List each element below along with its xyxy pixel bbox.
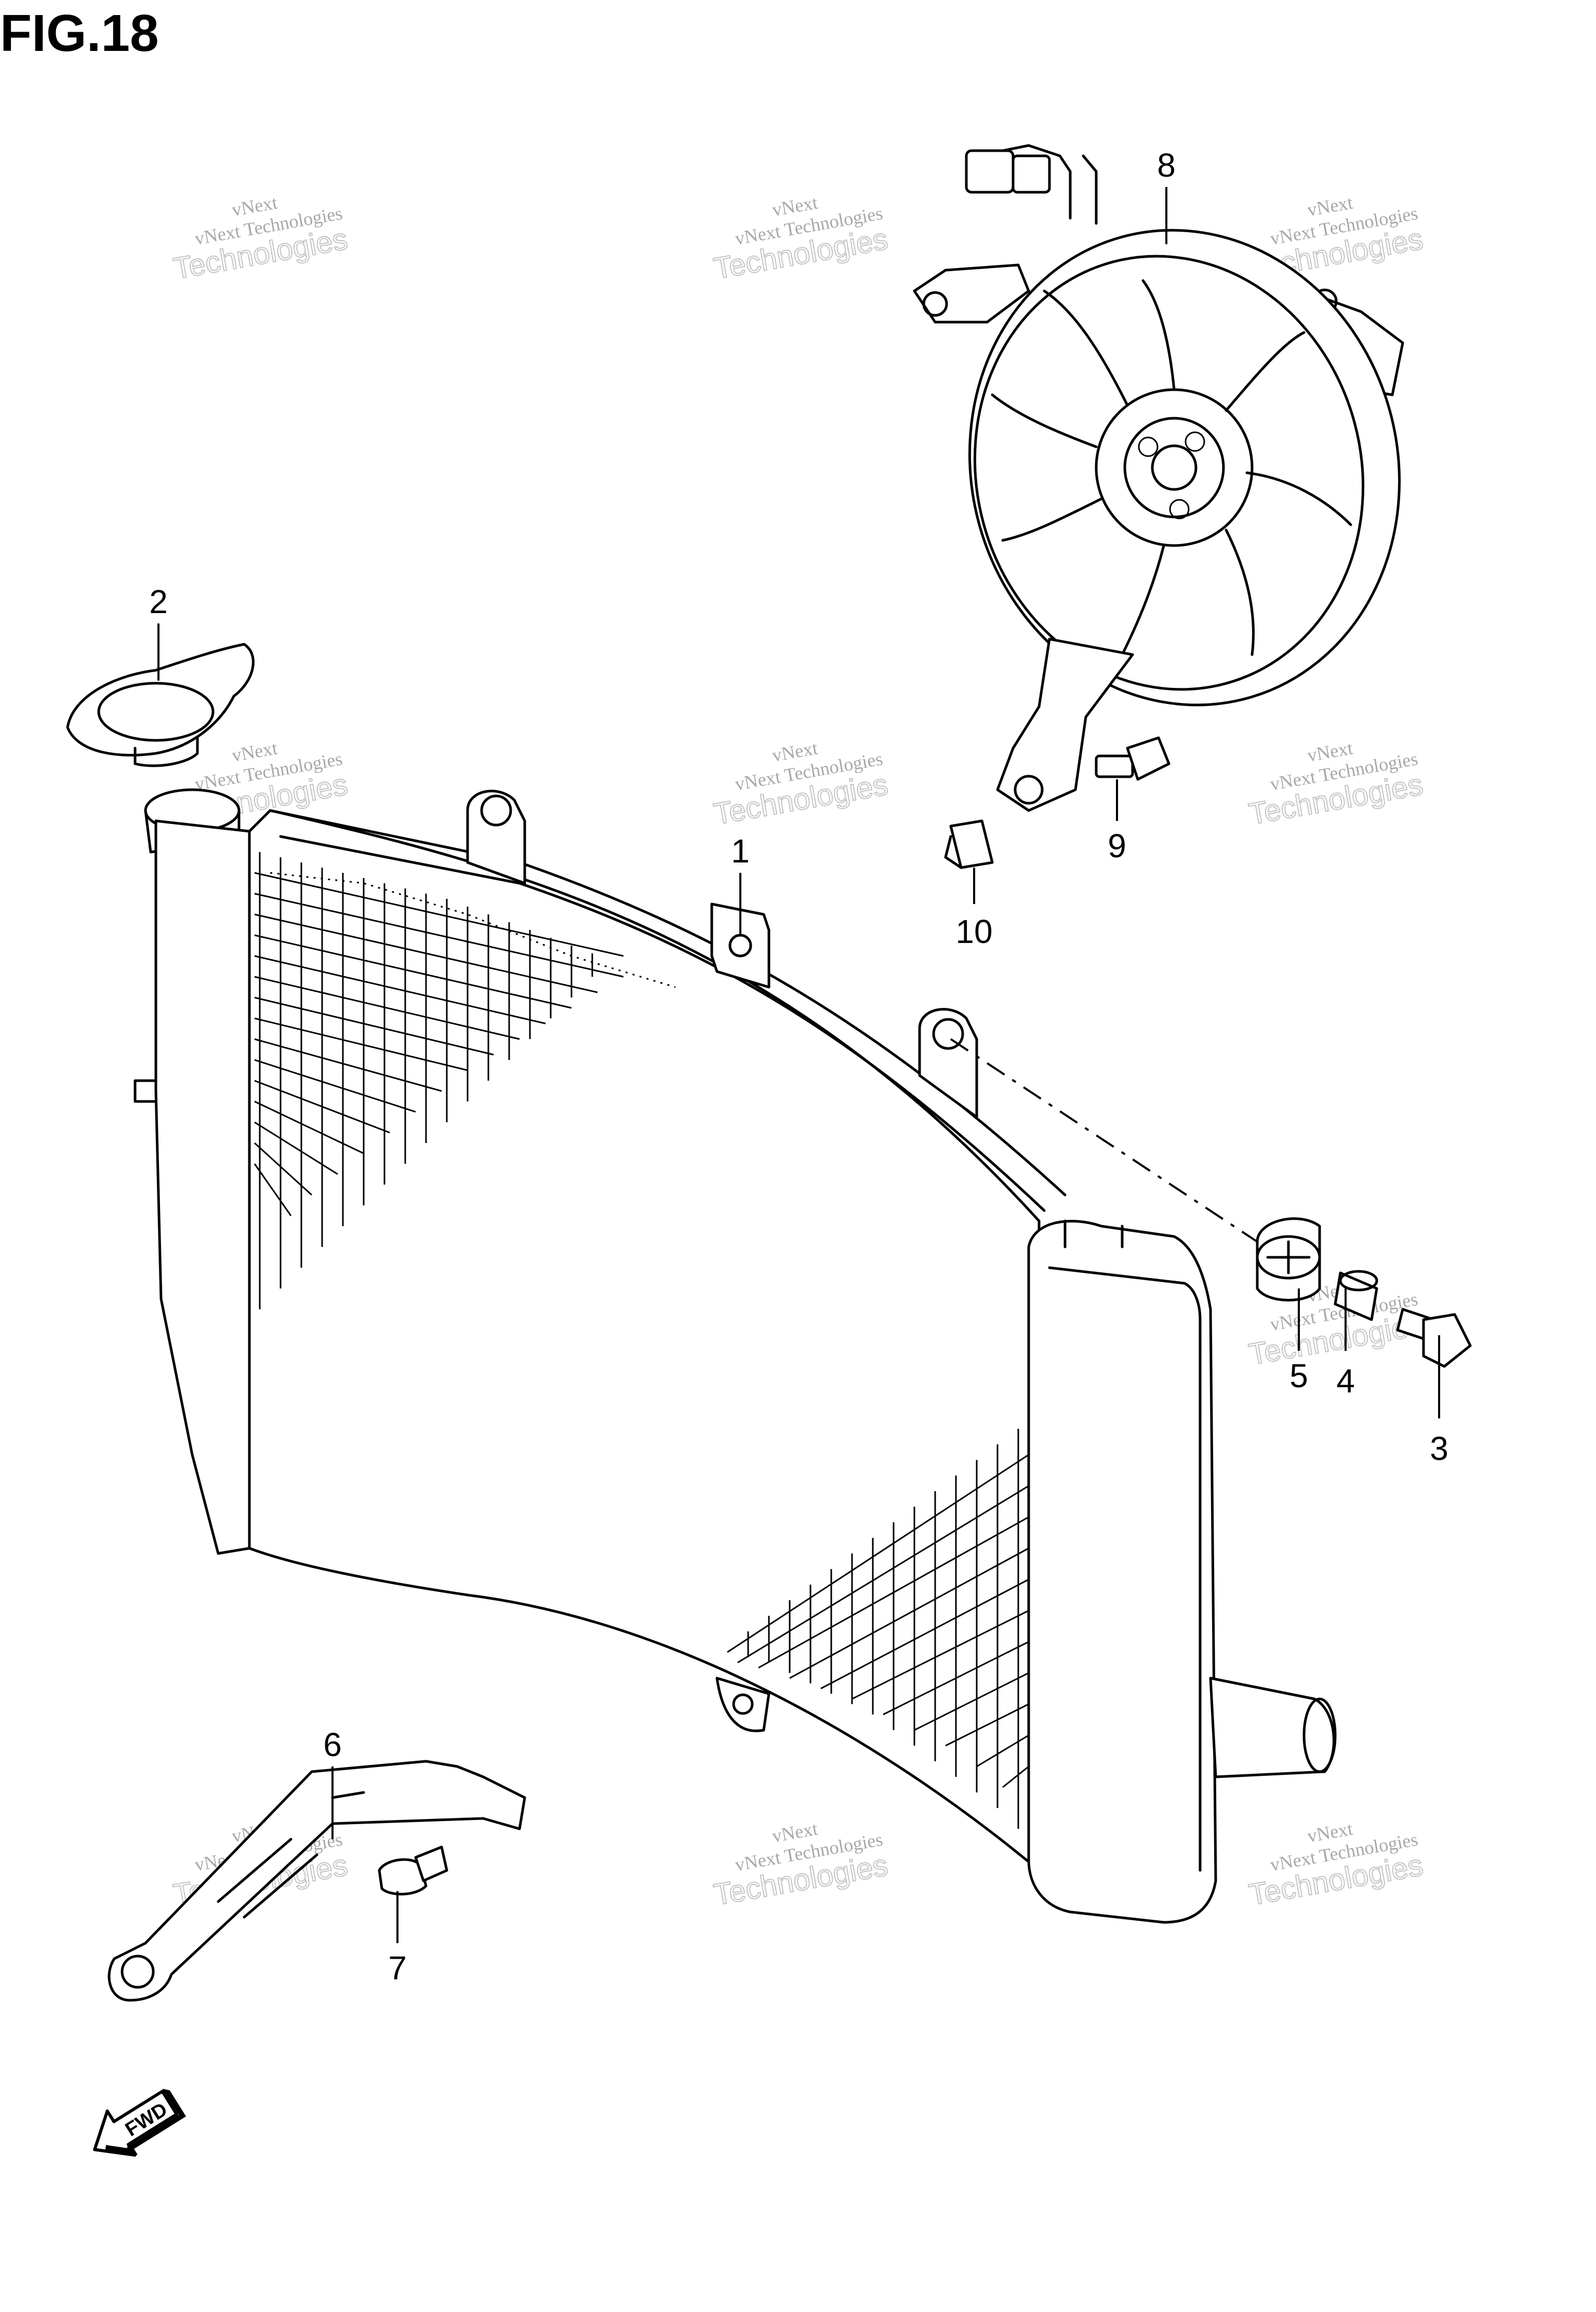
callout-1: 1 [731,832,750,870]
lower-bracket-part [108,1760,526,2002]
radiator-fins-right [727,1429,1029,1829]
watermark: vNext vNext Technologies Technologies [1246,1818,1426,1912]
grommet-part [1256,1217,1321,1301]
radiator-fins-left [254,852,624,1309]
figure-title: FIG.18 [0,4,159,62]
watermark: vNext vNext Technologies Technologies [711,1818,891,1912]
bracket-bolt-part [378,1845,448,1896]
clip-nut-part [944,819,994,869]
callout-9: 9 [1108,827,1126,865]
watermark: vNext vNext Technologies Technologies [170,192,351,286]
fwd-arrow-icon: FWD [93,2089,187,2157]
mounting-bolt-part [1396,1308,1472,1368]
callout-2: 2 [149,583,168,620]
watermark: vNext vNext Technologies Technologies [1246,737,1426,832]
callout-labels: 1 2 3 4 5 6 7 8 9 10 [149,147,1448,1987]
fan-bolt-part [1095,736,1171,781]
cooling-fan-part [913,144,1404,812]
callout-3: 3 [1430,1430,1448,1467]
radiator-cap-part [66,643,255,767]
callout-4: 4 [1336,1362,1355,1400]
watermark: vNext vNext Technologies Technologies [711,737,891,832]
callout-7: 7 [388,1949,407,1987]
assembly-centerline [950,1038,1258,1243]
callout-leaders [157,187,1440,1943]
radiator-part [134,788,1337,1924]
callout-6: 6 [323,1726,342,1763]
callout-10: 10 [955,913,992,950]
callout-8: 8 [1157,147,1176,184]
callout-5: 5 [1289,1357,1308,1394]
watermark: vNext vNext Technologies Technologies [711,192,891,286]
